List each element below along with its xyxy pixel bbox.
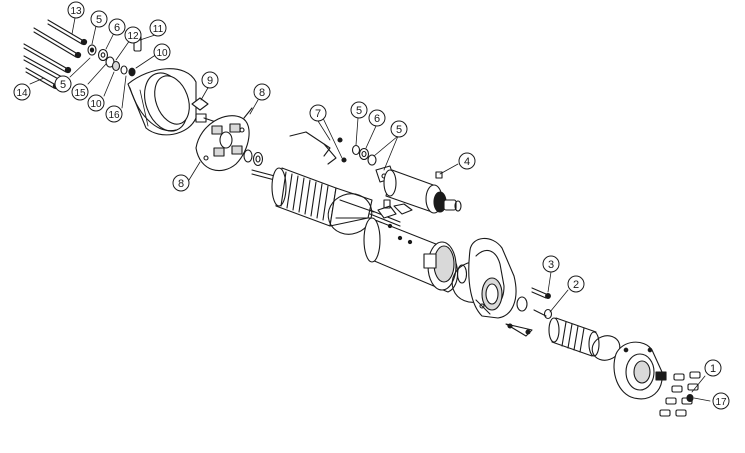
callout-14: 14 xyxy=(13,83,31,101)
callout-label: 12 xyxy=(127,31,139,42)
callout-bubble xyxy=(90,10,108,28)
callout-10: 10 xyxy=(87,94,105,112)
callout-12: 12 xyxy=(124,26,142,44)
o-ring-armature xyxy=(327,193,373,235)
callout-label: 8 xyxy=(178,178,184,190)
callout-8: 8 xyxy=(253,83,271,101)
callout-bubble xyxy=(13,83,31,101)
o-ring-nose xyxy=(591,335,621,361)
callout-7: 7 xyxy=(309,104,327,122)
nose-bolts xyxy=(659,371,701,417)
callout-label: 10 xyxy=(156,48,168,59)
callout-label: 6 xyxy=(114,22,120,34)
callout-5: 5 xyxy=(390,120,408,138)
callout-1: 1 xyxy=(704,359,722,377)
callout-bubble xyxy=(253,83,271,101)
callout-2: 2 xyxy=(567,275,585,293)
callout-3: 3 xyxy=(542,255,560,273)
field-frame xyxy=(363,199,459,293)
leader-lines xyxy=(29,17,711,402)
callout-15: 15 xyxy=(71,83,89,101)
callout-8: 8 xyxy=(172,174,190,192)
callout-bubble xyxy=(542,255,560,273)
callout-4: 4 xyxy=(458,152,476,170)
callout-bubble xyxy=(712,392,730,410)
callout-bubble xyxy=(71,83,89,101)
callout-label: 16 xyxy=(108,110,120,121)
callout-bubble xyxy=(567,275,585,293)
drive-hardware xyxy=(505,287,553,337)
callout-label: 15 xyxy=(74,88,86,99)
pinion-drive xyxy=(548,317,600,357)
callout-13: 13 xyxy=(67,1,85,19)
callout-bubble xyxy=(390,120,408,138)
callout-label: 5 xyxy=(60,79,66,91)
callout-bubble xyxy=(458,152,476,170)
callout-label: 13 xyxy=(70,6,82,17)
callout-label: 14 xyxy=(16,88,28,99)
callout-label: 6 xyxy=(374,113,380,125)
callout-bubble xyxy=(350,101,368,119)
drive-end-housing xyxy=(468,237,517,319)
through-bolts xyxy=(23,19,88,90)
callout-bubble xyxy=(105,105,123,123)
callout-label: 8 xyxy=(259,87,265,99)
callout-label: 3 xyxy=(548,259,554,271)
nose-housing xyxy=(613,341,667,400)
callout-6: 6 xyxy=(108,18,126,36)
callout-bubble xyxy=(172,174,190,192)
callout-bubble xyxy=(704,359,722,377)
top-left-hardware xyxy=(87,35,142,77)
callout-label: 5 xyxy=(356,105,362,117)
callout-9: 9 xyxy=(201,71,219,89)
callout-bubble xyxy=(153,43,171,61)
callout-label: 5 xyxy=(96,14,102,26)
callout-bubble xyxy=(108,18,126,36)
washers-mid xyxy=(243,149,264,167)
callout-11: 11 xyxy=(149,19,167,37)
callout-label: 4 xyxy=(464,156,470,168)
callout-label: 17 xyxy=(715,397,727,408)
callout-label: 9 xyxy=(207,75,213,87)
callout-10: 10 xyxy=(153,43,171,61)
callout-label: 10 xyxy=(90,99,102,110)
callout-16: 16 xyxy=(105,105,123,123)
callout-bubble xyxy=(124,26,142,44)
callout-label: 2 xyxy=(573,279,579,291)
callout-label: 11 xyxy=(153,24,164,35)
callout-label: 1 xyxy=(710,363,716,375)
callout-label: 5 xyxy=(396,124,402,136)
callout-bubble xyxy=(67,1,85,19)
callout-5: 5 xyxy=(350,101,368,119)
callout-label: 7 xyxy=(315,108,321,120)
callout-bubble xyxy=(201,71,219,89)
callout-bubble xyxy=(149,19,167,37)
drive-washer xyxy=(516,296,528,312)
callout-5: 5 xyxy=(54,75,72,93)
callout-bubble xyxy=(368,109,386,127)
solenoid xyxy=(289,131,462,214)
callout-5: 5 xyxy=(90,10,108,28)
brush-holder-plate xyxy=(191,97,253,172)
callout-bubble xyxy=(309,104,327,122)
callout-6: 6 xyxy=(368,109,386,127)
seal-ring xyxy=(456,264,468,284)
callout-bubble xyxy=(54,75,72,93)
commutator-end-housing xyxy=(127,68,197,136)
callout-bubble xyxy=(87,94,105,112)
callout-17: 17 xyxy=(712,392,730,410)
